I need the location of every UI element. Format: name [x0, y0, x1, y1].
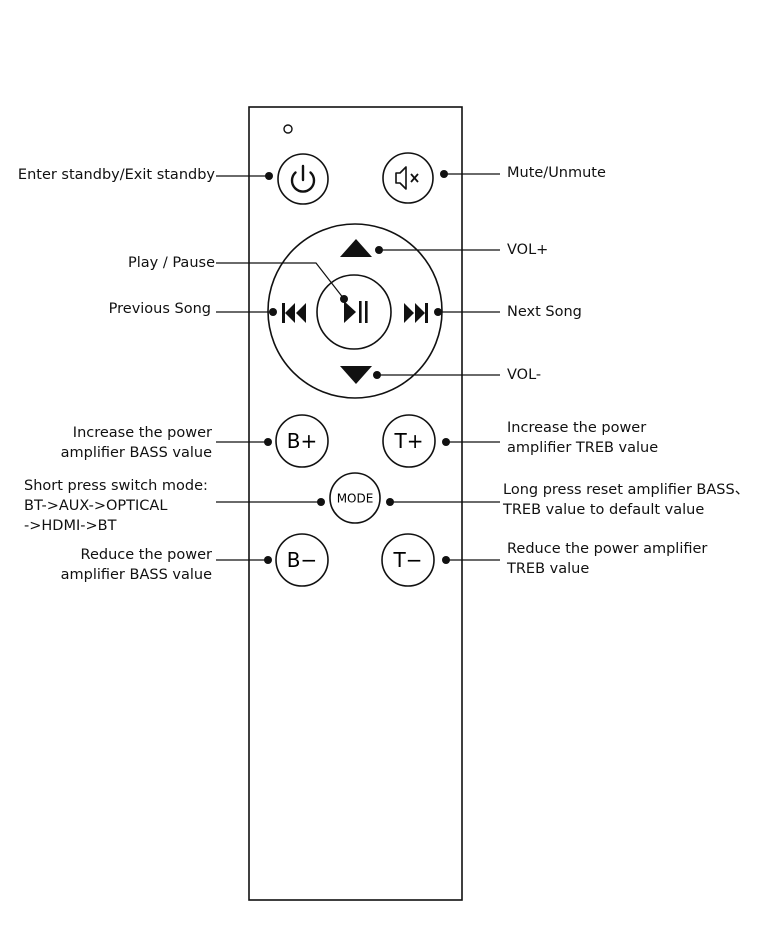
treb-up-button[interactable]: T+ [382, 414, 436, 468]
callout-mode-short-line-2: BT->AUX->OPTICAL [24, 498, 168, 514]
callout-mode-short-line-3: ->HDMI->BT [24, 518, 117, 534]
callout-power: Enter standby/Exit standby [17, 167, 215, 183]
remote-body [248, 106, 463, 901]
navigation-ring [267, 223, 443, 399]
callout-mode-long: Long press reset amplifier BASS、 TREB va… [503, 480, 749, 520]
callout-play-pause: Play / Pause [128, 255, 215, 271]
callout-treb-up: Increase the power amplifier TREB value [507, 418, 658, 458]
callout-treb-down-line-2: TREB value [507, 561, 590, 577]
callout-vol-up: VOL+ [507, 242, 549, 258]
power-icon [290, 164, 316, 193]
indicator-led [283, 124, 293, 134]
callout-mode-short: Short press switch mode: BT->AUX->OPTICA… [24, 476, 208, 536]
callout-mode-short-line-1: Short press switch mode: [24, 478, 208, 494]
triangle-down-icon [340, 366, 372, 384]
leader-dots [264, 170, 450, 564]
bass-down-label: B− [287, 548, 317, 572]
leader-play-pause [216, 262, 345, 300]
bass-up-label: B+ [287, 429, 317, 453]
speaker-mute-icon [395, 166, 419, 190]
callout-prev: Previous Song [108, 301, 211, 317]
skip-previous-icon [282, 303, 306, 323]
callout-mode-long-line-1: Long press reset amplifier BASS、 [503, 482, 750, 498]
leader-lines [216, 173, 500, 561]
triangle-up-icon [340, 239, 372, 257]
vol-down-button[interactable] [340, 366, 372, 384]
callout-treb-up-line-2: amplifier TREB value [507, 440, 659, 456]
callout-bass-down-line-2: amplifier BASS value [60, 567, 212, 583]
treb-up-label: T+ [394, 429, 424, 453]
previous-song-button[interactable] [282, 303, 306, 323]
callout-next: Next Song [507, 304, 582, 320]
callout-mode-long-line-2: TREB value to default value [503, 502, 705, 518]
callout-bass-up: Increase the power amplifier BASS value [61, 423, 212, 463]
mode-label: MODE [337, 492, 374, 506]
vol-up-button[interactable] [340, 239, 372, 257]
mute-button[interactable] [382, 152, 434, 204]
play-pause-button[interactable] [316, 274, 392, 350]
callout-mute: Mute/Unmute [507, 165, 606, 181]
callout-bass-down: Reduce the power amplifier BASS value [61, 545, 212, 585]
bass-up-button[interactable]: B+ [275, 414, 329, 468]
play-pause-icon [344, 301, 368, 323]
bass-down-button[interactable]: B− [275, 533, 329, 587]
callout-treb-down: Reduce the power amplifier TREB value [507, 539, 707, 579]
mode-button[interactable]: MODE [329, 472, 381, 524]
callout-vol-down: VOL- [507, 367, 542, 383]
callout-bass-down-line-1: Reduce the power [80, 547, 212, 563]
treb-down-button[interactable]: T− [381, 533, 435, 587]
callout-bass-up-line-2: amplifier BASS value [60, 445, 212, 461]
treb-down-label: T− [393, 548, 423, 572]
callout-bass-up-line-1: Increase the power [72, 425, 212, 441]
skip-next-icon [404, 303, 428, 323]
power-button[interactable] [277, 153, 329, 205]
callout-treb-up-line-1: Increase the power [507, 420, 647, 436]
callout-treb-down-line-1: Reduce the power amplifier [507, 541, 708, 557]
next-song-button[interactable] [404, 303, 428, 323]
